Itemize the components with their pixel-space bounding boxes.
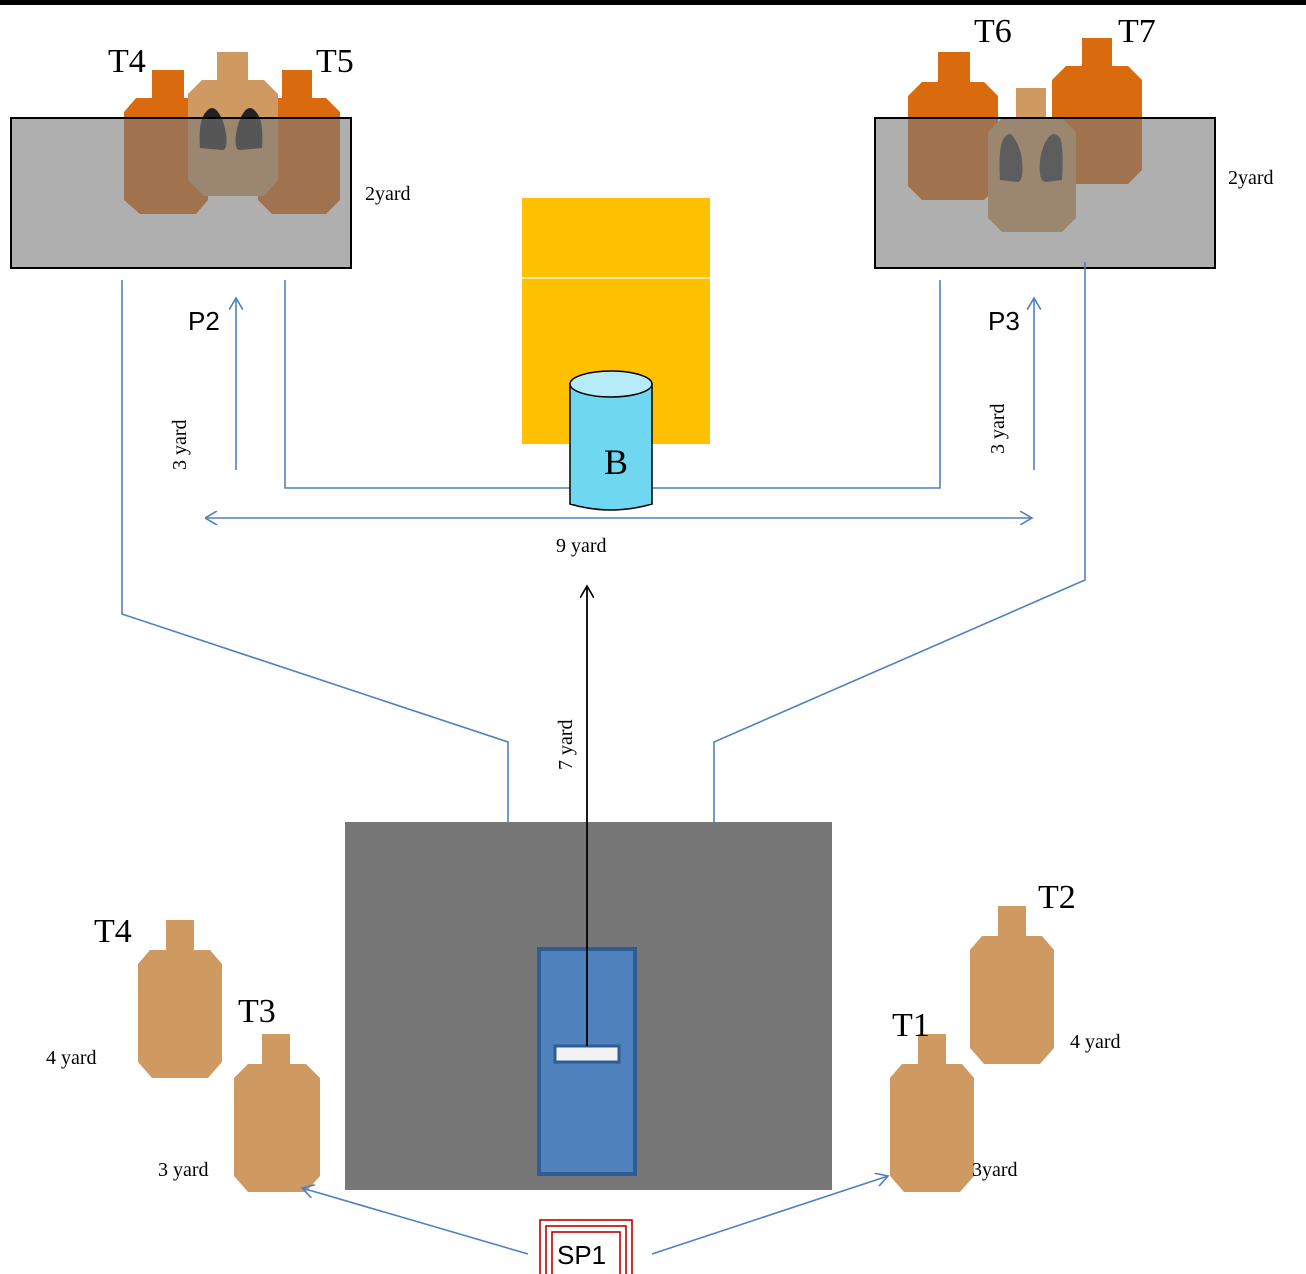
top-border [0,0,1306,5]
label-p3: P3 [988,306,1020,336]
label-sp1: SP1 [557,1240,606,1270]
sp1-arrow-right [651,1176,888,1255]
label-t1: T1 [892,1007,930,1044]
label-t3: T3 [238,993,276,1030]
door-handle [553,1044,621,1064]
label-t2-dist: 4 yard [1070,1031,1121,1053]
label-left-3yard: 3 yard [169,419,191,470]
label-t7-top: T7 [1118,13,1156,50]
sp1-arrow-left [302,1188,529,1255]
right-barricade [874,117,1216,269]
label-t3-dist: 3 yard [158,1159,209,1181]
movement-paths [121,262,1086,822]
label-9yard: 9 yard [556,535,607,557]
label-left-2yard: 2yard [365,183,411,205]
left-barricade-group [10,52,352,269]
target-t3 [234,1034,320,1192]
label-p2: P2 [188,306,220,336]
barrel [569,370,653,511]
target-t4-bottom [138,920,222,1078]
label-t4-dist: 4 yard [46,1047,97,1069]
label-right-3yard: 3 yard [987,403,1009,454]
label-t4-top: T4 [108,43,146,80]
label-7yard: 7 yard [555,719,577,770]
target-t2 [970,906,1054,1064]
label-t2: T2 [1038,879,1076,916]
label-t1-dist: 3yard [972,1159,1018,1181]
label-t4-bottom: T4 [94,913,132,950]
start-position-box [539,1219,633,1274]
target-t1 [890,1034,974,1192]
label-barrel: B [604,442,628,482]
left-barricade [10,117,352,269]
label-right-2yard: 2yard [1228,167,1274,189]
label-t5-top: T5 [316,43,354,80]
right-barricade-group [874,38,1216,269]
label-t6-top: T6 [974,13,1012,50]
